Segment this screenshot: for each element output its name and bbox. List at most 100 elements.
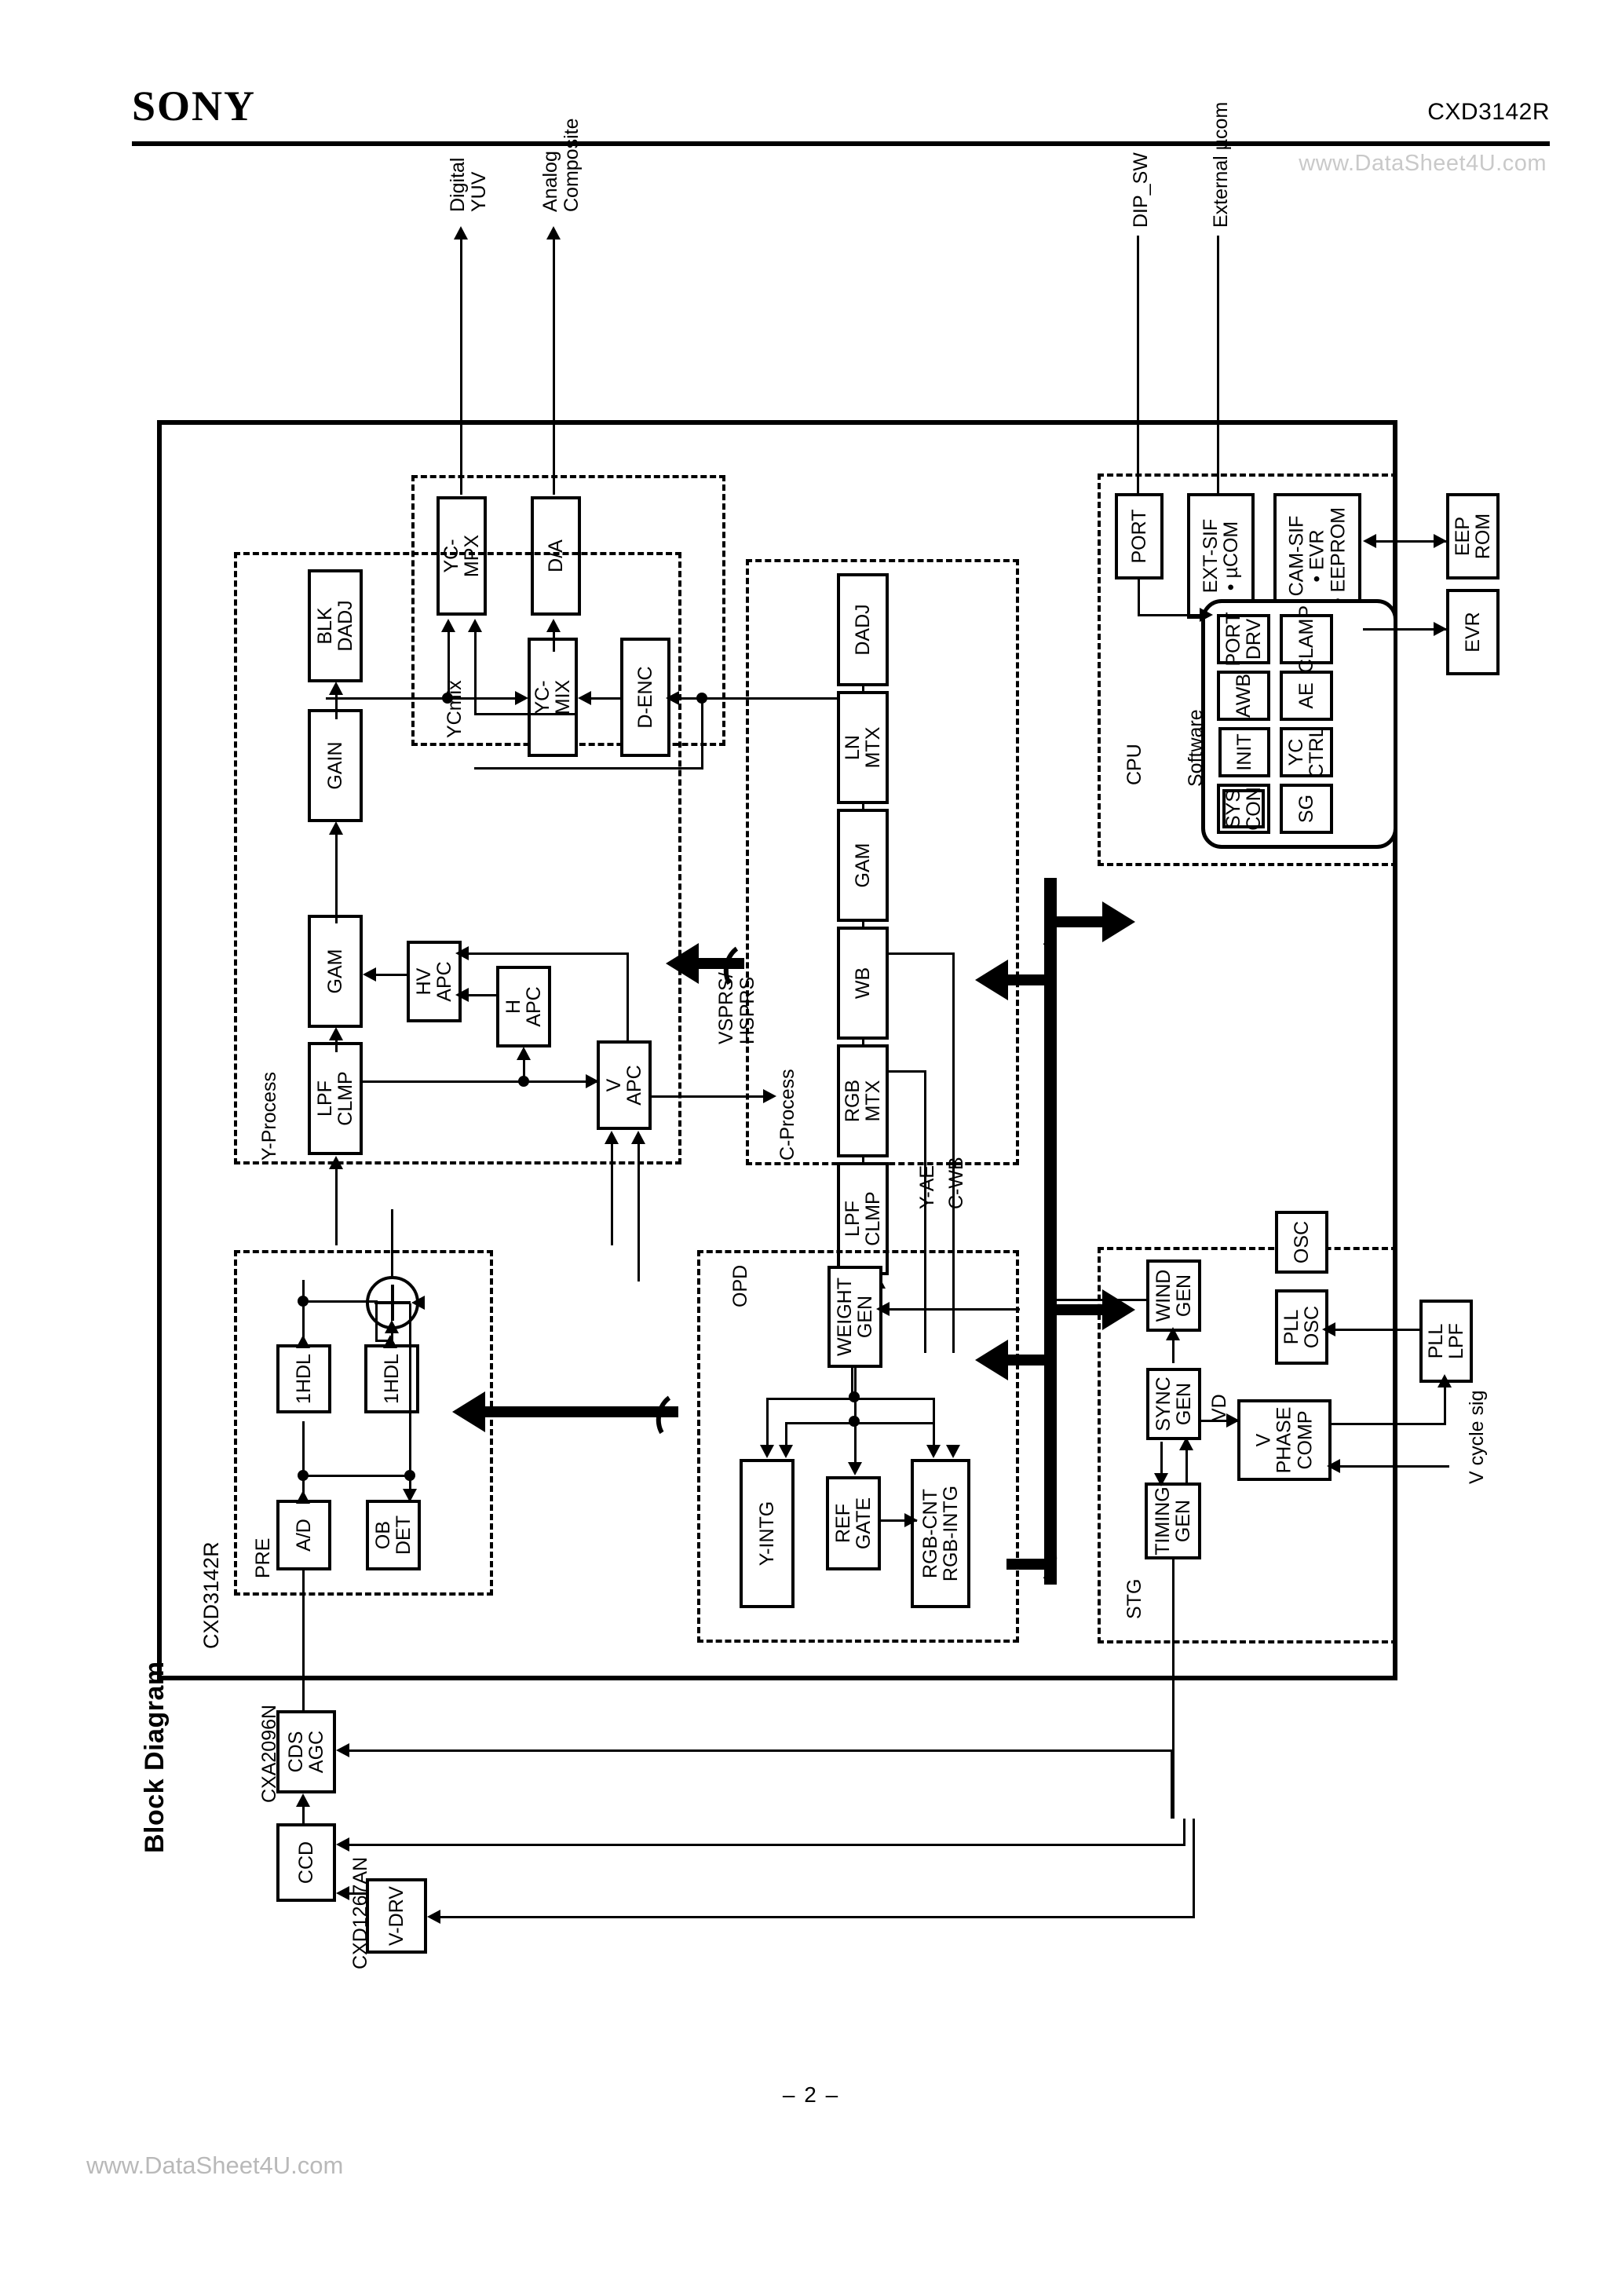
wire-c-2 bbox=[862, 803, 864, 812]
arrowhead-ccd-from-vdrv bbox=[336, 1886, 349, 1900]
wire-vphase-to-plllpf bbox=[1332, 1423, 1446, 1425]
wire-lpf-to-gam bbox=[335, 1036, 338, 1052]
bus-arrow-cpu-head bbox=[1102, 901, 1135, 942]
arrowhead-rgb-b bbox=[946, 1445, 960, 1458]
arrowhead-ccd-ctrl bbox=[336, 1837, 349, 1852]
wire-windgen-in bbox=[1052, 1299, 1148, 1301]
arrowhead-cdsagc-ctrl bbox=[336, 1743, 349, 1757]
arrowhead-vphase bbox=[1226, 1413, 1240, 1428]
arrowhead-eeprom bbox=[1434, 534, 1447, 548]
wire-lpfclmp-branch bbox=[363, 1080, 600, 1083]
group-y-process bbox=[234, 552, 681, 1164]
block-gain: GAIN bbox=[308, 709, 363, 822]
arrowhead-evr bbox=[1434, 622, 1447, 636]
arrowhead-adder-bottom bbox=[385, 1320, 399, 1333]
arrowhead-hvapc-from-hapc bbox=[455, 988, 469, 1002]
bus-arrow-stg-bar bbox=[1054, 1304, 1107, 1315]
wire-branch-to-hapc bbox=[523, 1056, 525, 1082]
arrowhead-blkdadj bbox=[329, 682, 343, 695]
label-cxa2096n: CXA2096N bbox=[258, 1704, 280, 1803]
wire-hvapc-to-gam bbox=[369, 974, 410, 976]
wire-vapc-in-b bbox=[637, 1140, 640, 1281]
arrowhead-adder-right bbox=[411, 1296, 425, 1310]
arrowhead-camsif-from-eeprom bbox=[1363, 534, 1376, 548]
wire-vapc-to-hvapc bbox=[462, 952, 628, 955]
arrowhead-pllosc bbox=[1322, 1322, 1335, 1336]
arrowhead-analog-composite bbox=[546, 226, 561, 239]
arrowhead-ycmpx-a bbox=[441, 619, 455, 632]
junction-blk-ycmpx bbox=[442, 693, 453, 704]
block-ae: AE bbox=[1280, 671, 1333, 721]
wire-wg-to-refgate bbox=[854, 1422, 857, 1463]
wire-digital-yuv bbox=[460, 236, 462, 495]
arrowhead-vapc-in bbox=[586, 1074, 599, 1088]
wire-denc-feedback-v bbox=[701, 697, 703, 770]
wire-external-ucom bbox=[1217, 236, 1219, 526]
page-number: – 2 – bbox=[782, 2082, 840, 2107]
wire-cdsagc-to-ad bbox=[302, 1680, 305, 1712]
wire-wb-out-h bbox=[889, 952, 955, 955]
bus-arrow-opd-head bbox=[975, 1340, 1008, 1380]
wire-dadj-to-denc bbox=[672, 697, 840, 700]
bus-arrow-cproc-head bbox=[975, 960, 1008, 1000]
wire-tg-drop-c bbox=[1193, 1819, 1195, 1916]
wire-denc-feedback-h bbox=[474, 767, 703, 770]
cpu-bus bbox=[1044, 878, 1057, 1585]
wire-rgbmtx-out-h bbox=[889, 1070, 926, 1073]
wire-c-4 bbox=[862, 1038, 864, 1047]
wire-analog-composite bbox=[553, 236, 555, 495]
bold-arrow-vsprs-bar bbox=[697, 958, 744, 969]
arrowhead-syncgen bbox=[1179, 1437, 1193, 1450]
wire-1hdl-b-to-adder bbox=[391, 1329, 393, 1347]
wire-gam-to-gain bbox=[335, 831, 338, 923]
arrowhead-digital-yuv bbox=[454, 226, 468, 239]
block-gam-y: GAM bbox=[308, 915, 363, 1028]
arrowhead-vphase-vcycle bbox=[1327, 1459, 1340, 1473]
label-dip-sw: DIP_SW bbox=[1130, 152, 1152, 228]
arrowhead-vapc-a bbox=[605, 1131, 619, 1144]
block-evr: EVR bbox=[1446, 589, 1500, 675]
wire-pre-to-lpf bbox=[335, 1165, 338, 1245]
wire-ccd-to-cdsagc bbox=[302, 1803, 305, 1825]
arrowhead-port-drv bbox=[1200, 608, 1213, 622]
arrowhead-vapc-out bbox=[763, 1089, 776, 1103]
block-init: INIT bbox=[1218, 727, 1270, 777]
wire-1hdl-b-in-h bbox=[375, 1340, 391, 1342]
label-y-ae: Y-AE bbox=[916, 1164, 938, 1209]
wire-tg-drop-a bbox=[1171, 1749, 1173, 1819]
wire-rgbmtx-out-v bbox=[924, 1070, 926, 1353]
block-gam-c: GAM bbox=[837, 809, 889, 922]
arrowhead-timinggen bbox=[1154, 1473, 1168, 1486]
arrowhead-ycmix-in bbox=[515, 691, 528, 705]
header-rule bbox=[132, 141, 1550, 146]
arrowhead-yintg-b bbox=[779, 1445, 793, 1458]
block-awb: AWB bbox=[1217, 671, 1270, 721]
block-v-drv: V-DRV bbox=[366, 1878, 427, 1954]
block-ccd: CCD bbox=[276, 1823, 336, 1902]
block-dadj-c: DADJ bbox=[837, 573, 889, 686]
block-cam-sif: CAM-SIF• EVR• EEPROM bbox=[1273, 493, 1361, 619]
wire-syncgen-to-timing bbox=[1160, 1442, 1163, 1476]
wire-camsif-evr bbox=[1363, 628, 1448, 631]
wire-syncgen-to-windgen bbox=[1172, 1335, 1174, 1363]
arrowhead-gam-from-hvapc bbox=[363, 967, 376, 982]
part-number: CXD3142R bbox=[1427, 99, 1550, 125]
block-osc: OSC bbox=[1275, 1211, 1328, 1274]
block-ext-sif: EXT-SIF• µCOM bbox=[1187, 493, 1255, 619]
wire-wg-fan-a-right bbox=[933, 1398, 935, 1446]
bus-arrow-cproc-bar bbox=[1006, 974, 1047, 985]
wire-ad-to-obdet-h bbox=[302, 1475, 409, 1477]
group-label-stg: STG bbox=[1123, 1578, 1145, 1619]
wire-port-out-v bbox=[1138, 579, 1140, 615]
